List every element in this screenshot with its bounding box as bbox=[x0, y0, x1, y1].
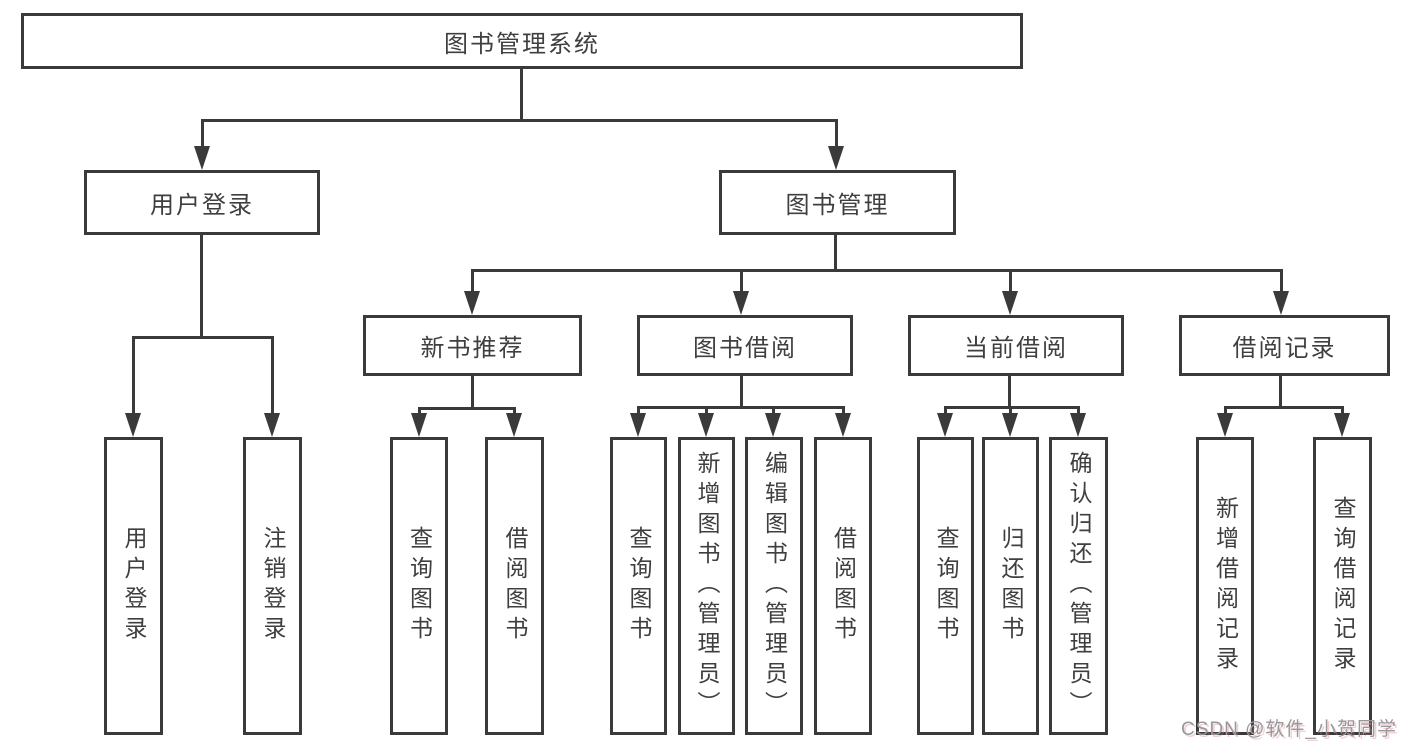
leaf-add-books-admin: 新增图书（管理员） bbox=[678, 437, 735, 735]
node-current-borrow-label: 当前借阅 bbox=[964, 335, 1068, 362]
connector-book-borrow-stem bbox=[740, 376, 743, 408]
leaf-query-books-current-label: 查询图书 bbox=[933, 526, 959, 646]
leaf-add-borrow-record: 新增借阅记录 bbox=[1196, 437, 1254, 735]
leaf-return-books-label: 归还图书 bbox=[998, 526, 1024, 646]
connector-new-book-branch bbox=[418, 407, 515, 410]
arrow-down-icon bbox=[264, 336, 280, 437]
leaf-query-books-borrow: 查询图书 bbox=[610, 437, 667, 735]
node-root: 图书管理系统 bbox=[21, 13, 1023, 69]
leaf-borrow-books: 借阅图书 bbox=[814, 437, 872, 735]
arrow-down-icon bbox=[464, 269, 480, 315]
leaf-edit-books-admin: 编辑图书（管理员） bbox=[745, 437, 803, 735]
connector-root-stem bbox=[520, 69, 523, 119]
leaf-query-borrow-record: 查询借阅记录 bbox=[1313, 437, 1372, 735]
connector-current-borrow-stem bbox=[1008, 376, 1011, 408]
leaf-logout: 注销登录 bbox=[243, 437, 302, 735]
connector-book-mgmt-stem bbox=[834, 235, 837, 272]
connector-user-login-branch bbox=[132, 336, 274, 339]
leaf-borrow-books-recommend-label: 借阅图书 bbox=[502, 526, 528, 646]
connector-user-login-stem bbox=[200, 235, 203, 339]
node-book-borrow-label: 图书借阅 bbox=[693, 335, 797, 362]
arrow-down-icon bbox=[411, 407, 427, 437]
leaf-query-books-borrow-label: 查询图书 bbox=[626, 526, 652, 646]
node-current-borrow: 当前借阅 bbox=[908, 315, 1124, 376]
node-new-book-recommend: 新书推荐 bbox=[363, 315, 582, 376]
leaf-user-login-label: 用户登录 bbox=[121, 526, 147, 646]
arrow-down-icon bbox=[733, 269, 749, 315]
connector-borrow-records-branch bbox=[1224, 406, 1343, 409]
connector-current-borrow-branch bbox=[944, 406, 1079, 409]
arrow-down-icon bbox=[1002, 406, 1018, 437]
arrow-down-icon bbox=[698, 406, 714, 437]
node-new-book-recommend-label: 新书推荐 bbox=[420, 335, 525, 362]
leaf-query-books-current: 查询图书 bbox=[917, 437, 974, 735]
arrow-down-icon bbox=[125, 336, 141, 437]
arrow-down-icon bbox=[1217, 406, 1233, 437]
arrow-down-icon bbox=[765, 406, 781, 437]
arrow-down-icon bbox=[194, 119, 210, 170]
leaf-borrow-books-recommend: 借阅图书 bbox=[485, 437, 544, 735]
arrow-down-icon bbox=[828, 119, 844, 170]
leaf-borrow-books-label: 借阅图书 bbox=[830, 526, 857, 646]
node-borrow-records: 借阅记录 bbox=[1179, 315, 1390, 376]
node-root-label: 图书管理系统 bbox=[444, 30, 600, 58]
node-book-management-label: 图书管理 bbox=[785, 192, 890, 219]
arrow-down-icon bbox=[835, 406, 851, 437]
leaf-query-books-recommend-label: 查询图书 bbox=[406, 526, 433, 646]
leaf-add-borrow-record-label: 新增借阅记录 bbox=[1212, 496, 1239, 676]
leaf-edit-books-admin-label: 编辑图书（管理员） bbox=[761, 451, 788, 721]
arrow-down-icon bbox=[1334, 406, 1350, 437]
leaf-confirm-return-admin-label: 确认归还（管理员） bbox=[1066, 451, 1092, 721]
arrow-down-icon bbox=[1002, 269, 1018, 315]
leaf-query-books-recommend: 查询图书 bbox=[390, 437, 448, 735]
arrow-down-icon bbox=[506, 407, 522, 437]
connector-new-book-stem bbox=[471, 376, 474, 409]
node-user-login: 用户登录 bbox=[84, 170, 320, 235]
connector-borrow-records-stem bbox=[1279, 376, 1282, 408]
connector-book-mgmt-branch bbox=[471, 269, 1282, 272]
node-borrow-records-label: 借阅记录 bbox=[1232, 335, 1337, 362]
connector-root-branch bbox=[201, 119, 838, 122]
leaf-add-books-admin-label: 新增图书（管理员） bbox=[694, 451, 720, 721]
leaf-query-borrow-record-label: 查询借阅记录 bbox=[1330, 496, 1356, 676]
csdn-watermark: CSDN @软件_小贺同学 bbox=[1181, 719, 1397, 740]
leaf-user-login: 用户登录 bbox=[104, 437, 163, 735]
leaf-return-books: 归还图书 bbox=[982, 437, 1039, 735]
arrow-down-icon bbox=[937, 406, 953, 437]
connector-book-borrow-branch bbox=[637, 406, 844, 409]
node-book-management: 图书管理 bbox=[719, 170, 956, 235]
leaf-confirm-return-admin: 确认归还（管理员） bbox=[1049, 437, 1108, 735]
node-user-login-label: 用户登录 bbox=[150, 192, 254, 219]
leaf-logout-label: 注销登录 bbox=[260, 526, 286, 646]
arrow-down-icon bbox=[1273, 269, 1289, 315]
arrow-down-icon bbox=[630, 406, 646, 437]
arrow-down-icon bbox=[1070, 406, 1086, 437]
node-book-borrow: 图书借阅 bbox=[637, 315, 853, 376]
